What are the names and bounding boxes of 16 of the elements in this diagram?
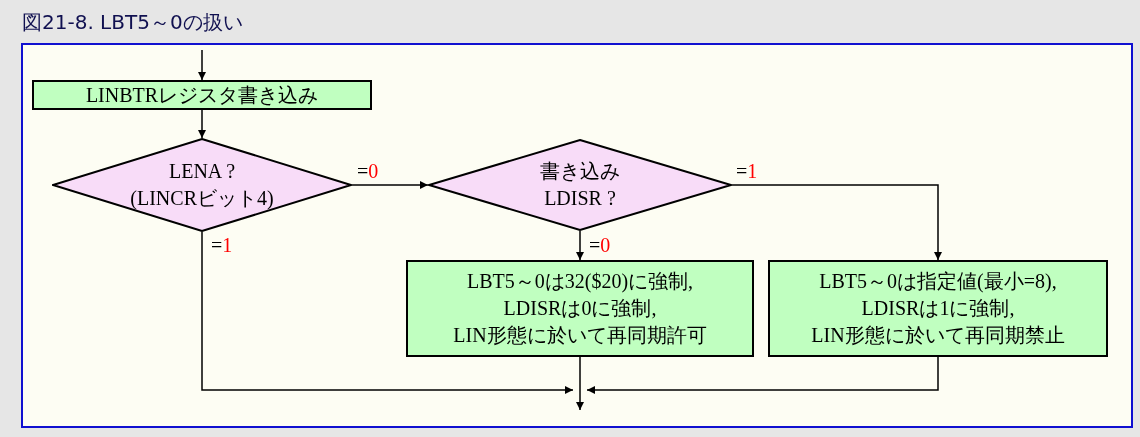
arrow — [576, 230, 584, 261]
arrow — [576, 356, 584, 411]
diamond-text: LENA ? (LINCRビット4) — [129, 159, 275, 211]
diamond-text: 書き込み LDISR ? — [539, 159, 621, 211]
arrow — [731, 184, 942, 261]
decision-diamond — [52, 138, 352, 232]
arrow — [198, 109, 206, 139]
title: 図21-8. LBT5～0の扱い — [22, 9, 243, 35]
process-box: LINBTRレジスタ書き込み — [32, 80, 372, 110]
arrow — [201, 231, 574, 394]
process-box: LBT5～0は32($20)に強制, LDISRは0に強制, LIN形態に於いて再同期許可 — [406, 260, 754, 357]
process-box: LBT5～0は指定値(最小=8), LDISRは1に強制, LIN形態に於いて再同期禁止 — [768, 260, 1108, 357]
arrow — [198, 49, 206, 81]
arrow — [586, 356, 939, 394]
decision-diamond — [428, 139, 732, 231]
arrow — [351, 181, 429, 189]
